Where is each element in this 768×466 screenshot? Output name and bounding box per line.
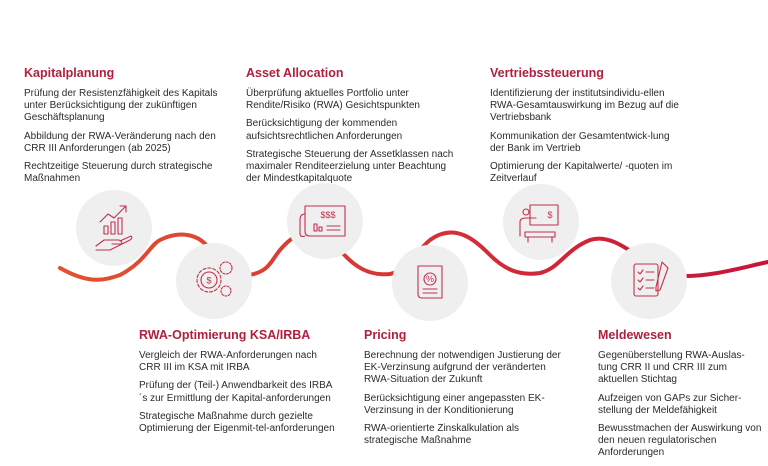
block-item: Bewusstmachen der Auswirkung von den neu…: [598, 423, 762, 459]
block-item: Kommunikation der Gesamtentwick-lung der…: [490, 130, 670, 154]
block-item: Berechnung der notwendigen Justierung de…: [364, 350, 561, 386]
block-title: Meldewesen: [598, 328, 672, 342]
block-item: Prüfung der (Teil-) Anwendbarkeit des IR…: [139, 380, 333, 404]
block-item: Optimierung der Kapitalwerte/ -quoten im…: [490, 161, 673, 185]
block-meldewesen: Meldewesen Gegenüberstellung RWA-Auslas-…: [598, 328, 763, 466]
checklist-icon: [611, 243, 687, 319]
block-vertriebssteuerung: Vertriebssteuerung Identifizierung der i…: [490, 66, 680, 191]
block-item: Berücksichtigung der kommenden aufsichts…: [246, 118, 403, 142]
percent-document-icon: %: [392, 245, 468, 321]
block-item: Aufzeigen von GAPs zur Sicher-stellung d…: [598, 392, 742, 416]
wave-line: [58, 230, 768, 282]
block-title: Pricing: [364, 328, 407, 342]
block-item: Identifizierung der institutsindividu-el…: [490, 88, 679, 124]
report-dollars-label: $$$: [320, 210, 335, 220]
block-item: Vergleich der RWA-Anforderungen nach CRR…: [139, 350, 317, 374]
block-title: Asset Allocation: [246, 66, 344, 80]
block-title: RWA-Optimierung KSA/IRBA: [139, 328, 311, 342]
block-item: Rechtzeitige Steuerung durch strategisch…: [24, 161, 213, 185]
block-item: Abbildung der RWA-Veränderung nach den C…: [24, 130, 216, 154]
financial-report-icon: $$$: [287, 183, 363, 259]
block-item: Überprüfung aktuelles Portfolio unter Re…: [246, 88, 420, 112]
presentation-icon: $: [503, 184, 579, 260]
growth-hand-icon: [76, 190, 152, 266]
doc-percent-label: %: [426, 274, 434, 284]
block-kapitalplanung: Kapitalplanung Prüfung der Resistenzfähi…: [24, 66, 229, 191]
gear-dollar-label: $: [206, 276, 211, 286]
block-title: Kapitalplanung: [24, 66, 115, 80]
board-dollar-label: $: [547, 210, 552, 220]
block-asset-allocation: Asset Allocation Überprüfung aktuelles P…: [246, 66, 458, 191]
block-pricing: Pricing Berechnung der notwendigen Justi…: [364, 328, 569, 453]
block-title: Vertriebssteuerung: [490, 66, 604, 80]
block-item: Berücksichtigung einer angepassten EK-Ve…: [364, 392, 545, 416]
block-rwa-optimierung: RWA-Optimierung KSA/IRBA Vergleich der R…: [139, 328, 339, 441]
block-item: Strategische Steuerung der Assetklassen …: [246, 148, 454, 185]
block-item: Strategische Maßnahme durch gezielte Opt…: [139, 410, 335, 435]
block-item: Prüfung der Resistenzfähigkeit des Kapit…: [24, 88, 218, 124]
block-item: RWA-orientierte Zinskalkulation als stra…: [364, 423, 520, 447]
money-gears-icon: $: [176, 243, 252, 319]
block-item: Gegenüberstellung RWA-Auslas-tung CRR II…: [598, 350, 745, 386]
